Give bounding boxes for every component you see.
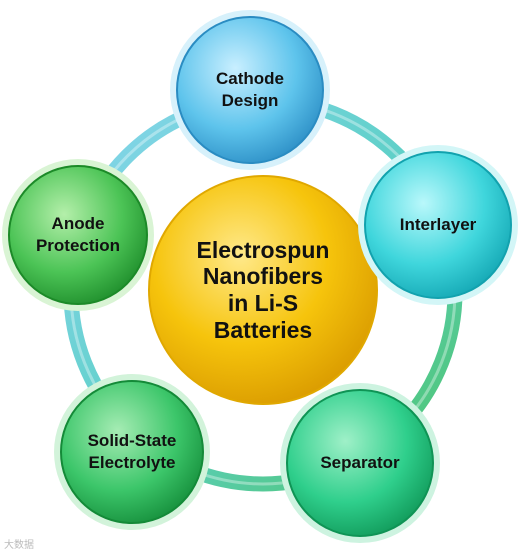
node-separator — [280, 383, 440, 543]
watermark: 大数据 — [4, 540, 34, 551]
cathode-label: Cathode Design — [216, 68, 284, 110]
separator-label: Separator — [320, 452, 400, 472]
electrolyte-label: Solid-State Electrolyte — [87, 430, 177, 472]
node-cathode — [170, 10, 330, 170]
center-label: Electrospun Nanofibers in Li-S Batteries — [196, 236, 330, 343]
center-node — [143, 170, 383, 410]
node-electrolyte — [54, 374, 210, 530]
anode-label: Anode Protection — [35, 213, 121, 255]
node-interlayer — [358, 145, 518, 305]
node-anode — [2, 159, 154, 311]
interlayer-label: Interlayer — [399, 214, 477, 234]
